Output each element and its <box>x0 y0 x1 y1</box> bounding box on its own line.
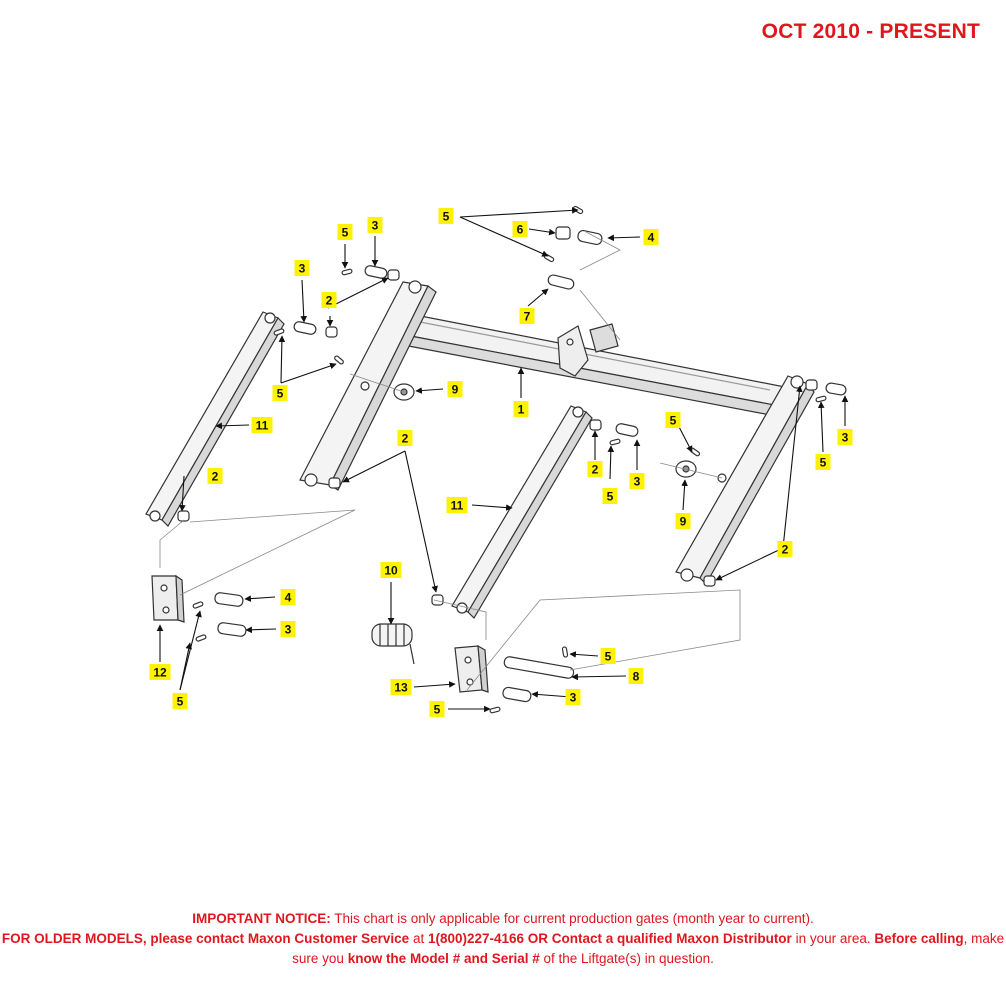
callout-3: 3 <box>367 217 383 233</box>
callout-5: 5 <box>272 385 288 401</box>
callout-2: 2 <box>321 292 337 308</box>
callout-text: 5 <box>443 210 450 224</box>
callout-text: 11 <box>451 499 464 513</box>
callout-text: 5 <box>177 695 184 709</box>
callout-text: 4 <box>285 591 292 605</box>
callout-text: 1 <box>518 403 525 417</box>
callout-text: 3 <box>634 475 641 489</box>
callout-7: 7 <box>519 308 535 324</box>
callout-text: 2 <box>326 294 333 308</box>
callout-2: 2 <box>777 541 793 557</box>
right-main-arm <box>675 375 815 585</box>
cross-tube <box>397 311 791 419</box>
callout-text: 5 <box>605 650 612 664</box>
callout-2: 2 <box>587 461 603 477</box>
callout-3: 3 <box>837 429 853 445</box>
callout-3: 3 <box>565 689 581 705</box>
callout-5: 5 <box>600 648 616 664</box>
callout-9: 9 <box>675 513 691 529</box>
callout-text: 9 <box>680 515 687 529</box>
callout-text: 11 <box>256 419 269 433</box>
tube-bracket <box>557 323 619 377</box>
callout-text: 3 <box>570 691 577 705</box>
callout-text: 2 <box>782 543 789 557</box>
callout-text: 10 <box>384 564 398 578</box>
callout-text: 7 <box>524 310 531 324</box>
important-notice: IMPORTANT NOTICE: This chart is only app… <box>0 909 1006 969</box>
callout-5: 5 <box>172 693 188 709</box>
callout-text: 8 <box>633 670 640 684</box>
callout-text: 6 <box>517 223 524 237</box>
callout-4: 4 <box>280 589 296 605</box>
left-main-arm <box>299 280 437 491</box>
callout-13: 13 <box>390 679 412 695</box>
callout-8: 8 <box>628 668 644 684</box>
callout-text: 4 <box>648 231 655 245</box>
notice-line-1: IMPORTANT NOTICE: This chart is only app… <box>192 911 814 926</box>
callout-5: 5 <box>438 208 454 224</box>
callout-text: 5 <box>277 387 284 401</box>
callout-text: 2 <box>402 432 409 446</box>
callout-text: 3 <box>842 431 849 445</box>
callout-text: 5 <box>820 456 827 470</box>
callout-4: 4 <box>643 229 659 245</box>
callout-text: 5 <box>342 226 349 240</box>
callout-text: 5 <box>607 490 614 504</box>
callout-text: 12 <box>153 666 167 680</box>
connector-lines <box>159 231 741 691</box>
callout-5: 5 <box>602 488 618 504</box>
callout-9: 9 <box>447 381 463 397</box>
callout-11: 11 <box>251 417 273 433</box>
lower-parts <box>151 574 575 714</box>
callout-1: 1 <box>513 401 529 417</box>
callout-text: 13 <box>394 681 408 695</box>
callout-text: 5 <box>434 703 441 717</box>
callout-3: 3 <box>280 621 296 637</box>
small-parts <box>177 205 847 606</box>
callout-3: 3 <box>629 473 645 489</box>
torsion-spring <box>371 623 415 665</box>
left-parallel-arm <box>145 311 285 527</box>
callout-2: 2 <box>207 468 223 484</box>
callout-5: 5 <box>429 701 445 717</box>
notice-line-2: FOR OLDER MODELS, please contact Maxon C… <box>1 931 1005 966</box>
date-range-header: OCT 2010 - PRESENT <box>761 20 980 43</box>
callout-text: 3 <box>299 262 306 276</box>
parts-drawing <box>145 205 847 714</box>
right-parallel-arm <box>451 405 593 619</box>
callout-10: 10 <box>380 562 402 578</box>
callout-3: 3 <box>294 260 310 276</box>
callout-text: 5 <box>670 414 677 428</box>
callout-text: 2 <box>212 470 219 484</box>
callout-2: 2 <box>397 430 413 446</box>
callout-12: 12 <box>149 664 171 680</box>
callout-text: 3 <box>285 623 292 637</box>
leader-arrows <box>156 207 849 713</box>
callout-6: 6 <box>512 221 528 237</box>
callout-5: 5 <box>337 224 353 240</box>
callout-11: 11 <box>446 497 468 513</box>
callout-text: 9 <box>452 383 459 397</box>
callout-5: 5 <box>665 412 681 428</box>
callout-5: 5 <box>815 454 831 470</box>
callout-text: 2 <box>592 463 599 477</box>
callout-text: 3 <box>372 219 379 233</box>
